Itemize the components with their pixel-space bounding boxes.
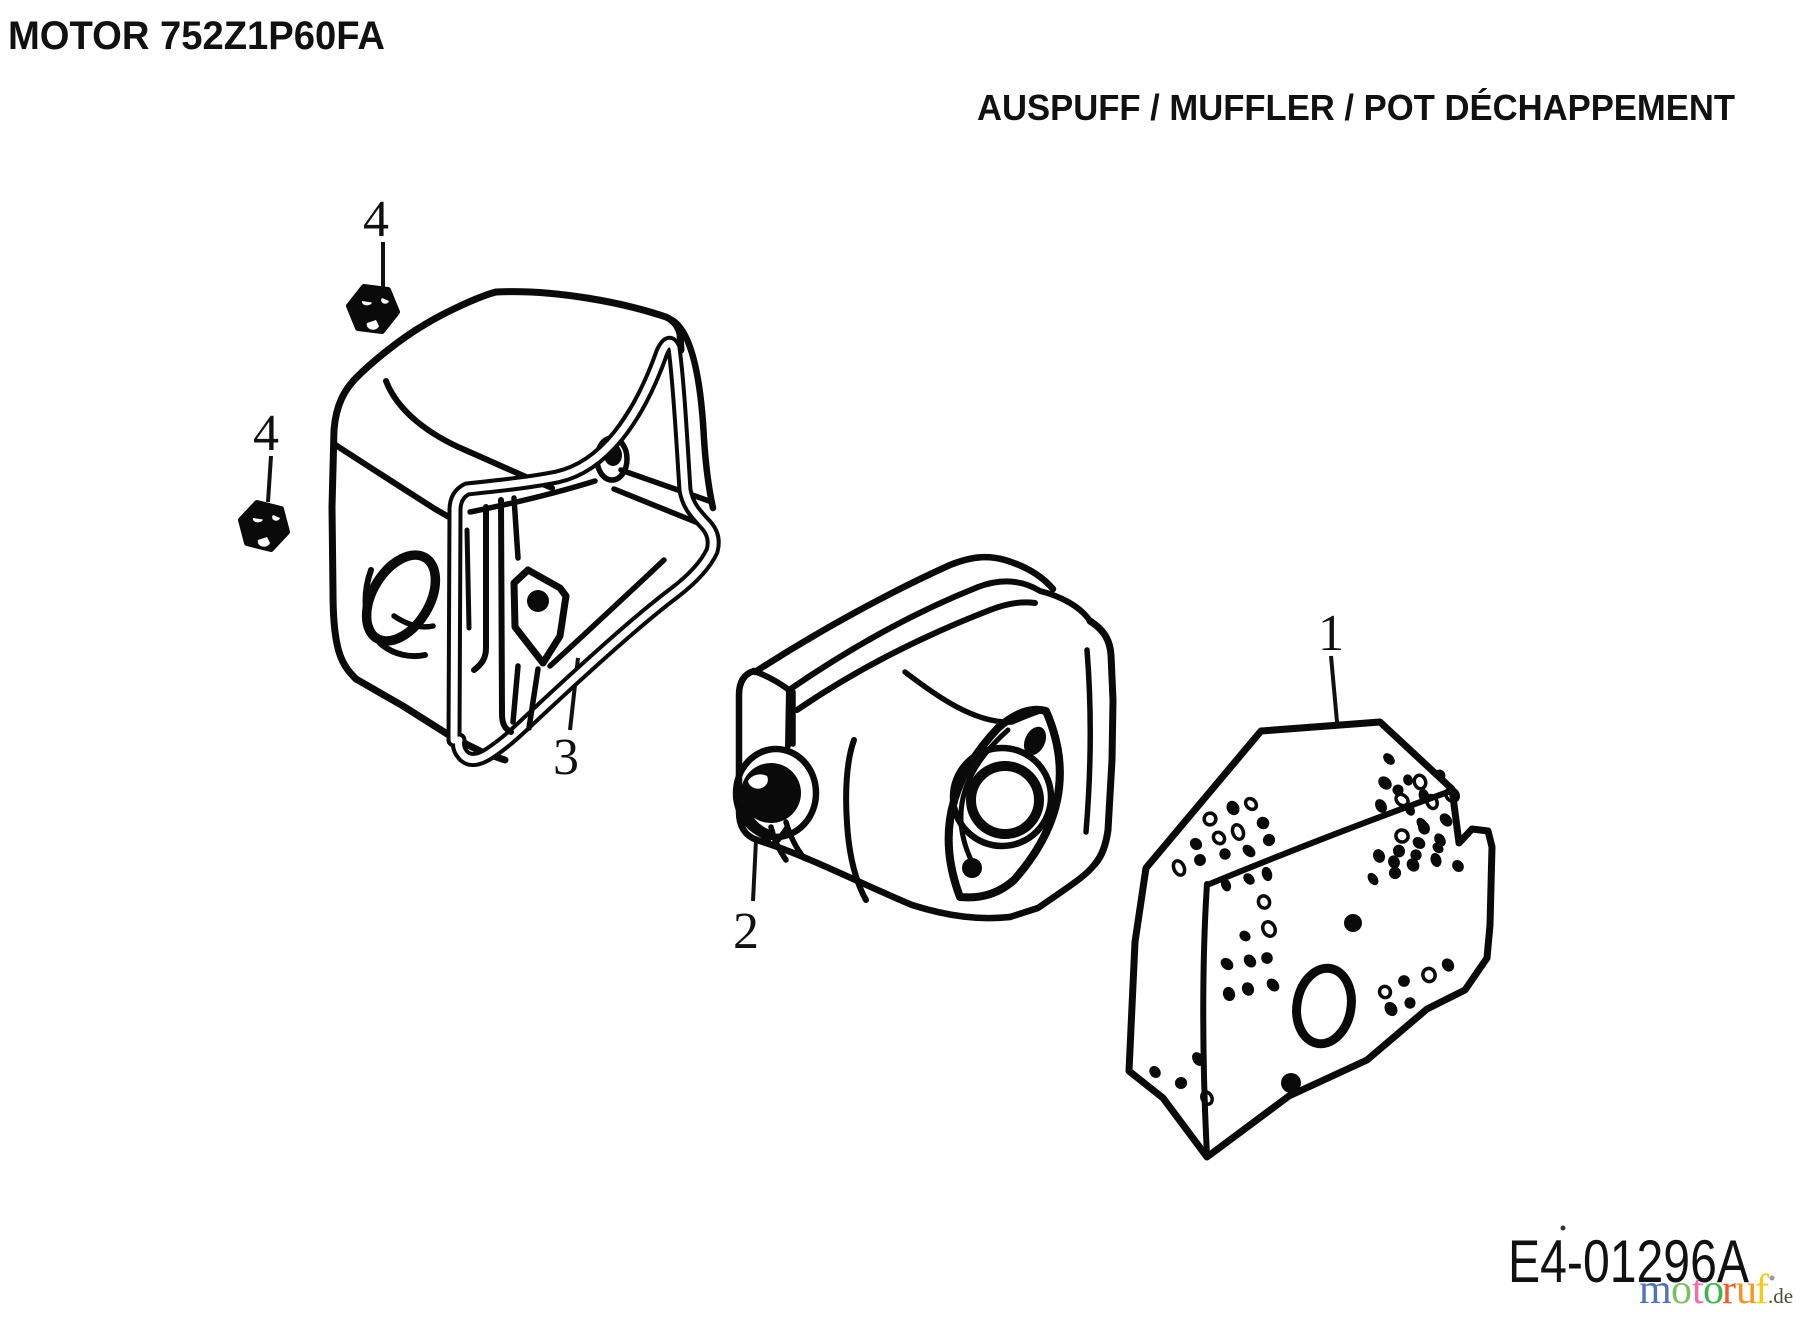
svg-text:o: o [1703,1267,1724,1313]
svg-text:3: 3 [553,729,579,786]
svg-text:t: t [1692,1267,1704,1313]
svg-text:E4-01296A: E4-01296A [1508,1228,1749,1295]
svg-text:4: 4 [363,191,389,248]
svg-text:r: r [1722,1267,1736,1313]
svg-text:1: 1 [1318,605,1344,662]
svg-text:.de: .de [1768,1284,1793,1308]
svg-text:m: m [1639,1267,1672,1313]
svg-text:2: 2 [733,903,759,960]
svg-text:4: 4 [253,405,279,462]
svg-text:o: o [1671,1267,1692,1313]
svg-text:MOTOR 752Z1P60FA: MOTOR 752Z1P60FA [8,14,385,58]
svg-text:f: f [1755,1267,1769,1313]
svg-text:AUSPUFF / MUFFLER / POT DÉCHAP: AUSPUFF / MUFFLER / POT DÉCHAPPEMENT [977,87,1735,128]
svg-text:u: u [1736,1267,1757,1313]
